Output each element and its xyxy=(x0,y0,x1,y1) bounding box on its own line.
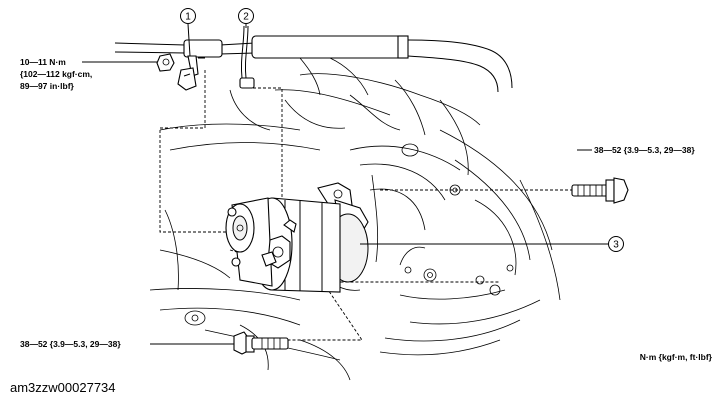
leader-lines xyxy=(82,23,608,345)
installation-guide-lines xyxy=(159,70,575,341)
callout-3-number: 3 xyxy=(613,240,619,251)
image-code: am3zzw00027734 xyxy=(10,380,116,395)
torque-label-terminal-nut-line-3: 89—97 in·lbf} xyxy=(20,81,75,91)
starter-mounting-bolt-upper xyxy=(571,177,629,204)
starter-mounting-bolt-lower xyxy=(233,331,289,355)
wiring-harness xyxy=(114,35,513,96)
callout-1-number: 1 xyxy=(185,12,191,23)
torque-label-terminal-nut-line-2: {102—112 kgf·cm, xyxy=(20,69,92,79)
torque-label-lower-bolt: 38—52 {3.9—5.3, 29—38} xyxy=(20,339,121,349)
callout-3: 3 xyxy=(608,236,624,252)
terminal-bracket-part-1 xyxy=(156,53,205,91)
torque-label-terminal-nut-line-1: 10—11 N·m xyxy=(20,57,66,67)
starter-motor-part-3 xyxy=(225,182,369,293)
torque-label-upper-bolt: 38—52 {3.9—5.3, 29—38} xyxy=(594,145,695,155)
callout-2-number: 2 xyxy=(243,12,249,23)
connector-part-2 xyxy=(239,25,255,89)
units-note: N·m {kgf·m, ft·lbf} xyxy=(640,352,713,362)
terminal-nut-icon xyxy=(156,53,175,72)
callout-1: 1 xyxy=(180,8,196,24)
callout-2: 2 xyxy=(238,8,254,24)
